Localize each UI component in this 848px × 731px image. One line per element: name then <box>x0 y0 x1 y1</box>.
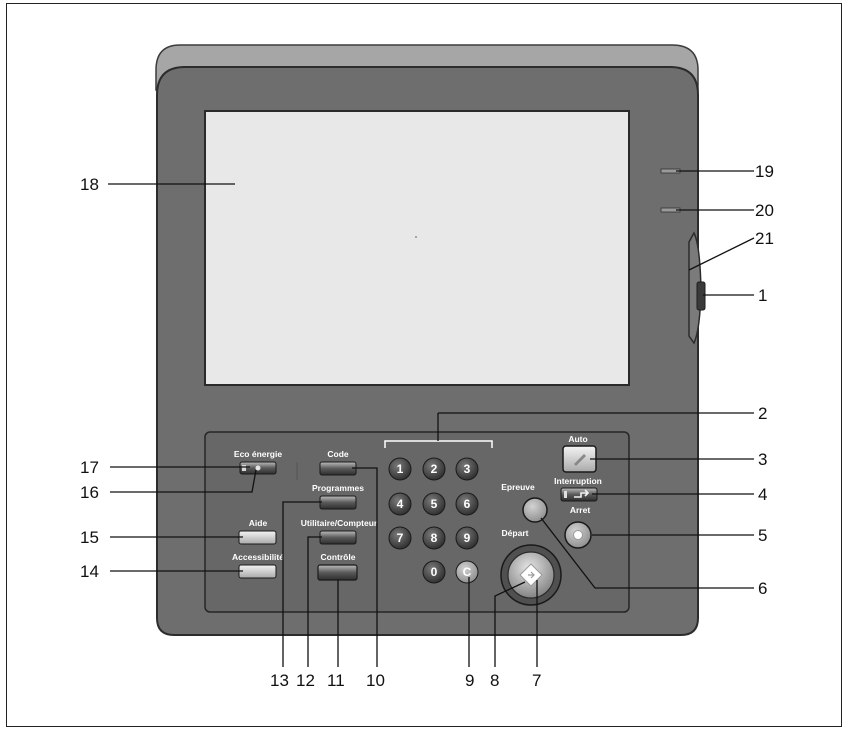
callout-20: 20 <box>755 201 774 220</box>
callout-13: 13 <box>270 671 289 690</box>
interruption-led <box>564 491 567 498</box>
screen-dot <box>415 236 417 238</box>
key-9-label: 9 <box>464 531 471 545</box>
leader-13 <box>282 501 322 667</box>
callout-7: 7 <box>532 671 541 690</box>
key-5-label: 5 <box>431 497 438 511</box>
auto-label: Auto <box>568 434 587 444</box>
side-knob <box>696 281 706 311</box>
callout-4: 4 <box>758 485 767 504</box>
key-4[interactable] <box>388 492 412 516</box>
key-clear-label: C <box>463 565 472 579</box>
key-6[interactable] <box>455 492 479 516</box>
callout-labels: 18 19 20 21 1 2 3 4 5 6 17 16 15 14 13 1… <box>80 162 774 690</box>
key-1[interactable] <box>388 457 412 481</box>
accessibilite-label: Accessibilité <box>232 552 284 562</box>
code-button[interactable] <box>319 461 357 476</box>
accessibilite-button[interactable] <box>238 564 277 579</box>
callout-9: 9 <box>465 671 474 690</box>
key-3-label: 3 <box>464 462 471 476</box>
interruption-label: Interruption <box>554 476 602 486</box>
controle-button[interactable] <box>317 564 358 581</box>
key-7[interactable] <box>388 526 412 550</box>
programmes-button[interactable] <box>319 495 357 510</box>
callout-3: 3 <box>758 450 767 469</box>
callout-14: 14 <box>80 562 99 581</box>
callout-11: 11 <box>327 671 345 690</box>
stop-icon <box>573 530 583 540</box>
eco-energie-label: Eco énergie <box>234 449 282 459</box>
callout-12: 12 <box>296 671 315 690</box>
interruption-icon <box>574 489 590 498</box>
leader-lines <box>108 170 755 667</box>
key-8-label: 8 <box>431 531 438 545</box>
depart-label: Départ <box>502 528 529 538</box>
eco-center-dot <box>255 465 261 471</box>
arret-label: Arret <box>570 505 590 515</box>
key-2[interactable] <box>422 457 446 481</box>
key-0-label: 0 <box>431 565 438 579</box>
utilitaire-compteur-label: Utilitaire/Compteur <box>301 518 378 528</box>
key-8[interactable] <box>422 526 446 550</box>
callout-6: 6 <box>758 579 767 598</box>
leader-8 <box>494 581 526 667</box>
callout-16: 16 <box>80 483 99 502</box>
key-2-label: 2 <box>431 462 438 476</box>
leader-16 <box>110 469 257 493</box>
leader-21 <box>688 237 755 271</box>
programmes-label: Programmes <box>312 483 364 493</box>
key-9[interactable] <box>455 526 479 550</box>
key-3[interactable] <box>455 457 479 481</box>
eco-led <box>242 465 246 471</box>
aide-button[interactable] <box>238 530 277 545</box>
aide-label: Aide <box>249 518 268 528</box>
numeric-keypad: 1 2 3 4 5 6 7 8 9 0 C <box>388 457 479 584</box>
start-icon-arrow <box>528 571 535 579</box>
utilitaire-compteur-button[interactable] <box>319 530 357 545</box>
leader-10 <box>352 467 378 667</box>
callout-5: 5 <box>758 526 767 545</box>
epreuve-label: Epreuve <box>501 482 535 492</box>
callout-10: 10 <box>366 671 385 690</box>
callout-21: 21 <box>755 229 774 248</box>
callout-18: 18 <box>80 175 99 194</box>
auto-reset-icon <box>574 454 586 466</box>
touch-screen[interactable] <box>204 110 630 386</box>
key-clear[interactable] <box>455 560 479 584</box>
key-5[interactable] <box>422 492 446 516</box>
callout-1: 1 <box>758 286 767 305</box>
leader-6 <box>540 517 754 589</box>
callout-17: 17 <box>80 458 99 477</box>
key-0[interactable] <box>422 560 446 584</box>
key-4-label: 4 <box>397 497 404 511</box>
callout-19: 19 <box>755 162 774 181</box>
key-6-label: 6 <box>464 497 471 511</box>
key-7-label: 7 <box>397 531 404 545</box>
key-1-label: 1 <box>397 462 404 476</box>
callout-8: 8 <box>490 671 499 690</box>
code-label: Code <box>327 449 349 459</box>
callout-15: 15 <box>80 528 99 547</box>
controle-label: Contrôle <box>321 552 356 562</box>
leader-12 <box>307 536 322 667</box>
epreuve-button[interactable] <box>522 497 548 523</box>
figure-frame <box>6 3 842 727</box>
callout-2: 2 <box>758 404 767 423</box>
